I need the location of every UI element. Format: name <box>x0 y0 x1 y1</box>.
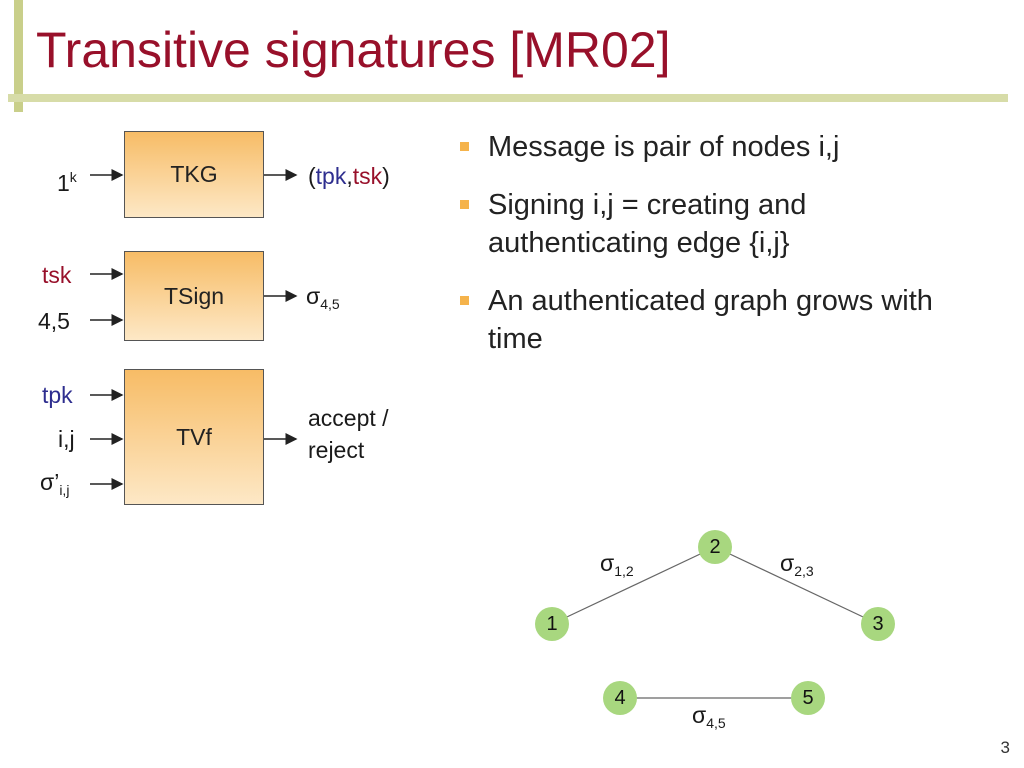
page-number: 3 <box>1000 738 1010 757</box>
edge-2-3-sigma: σ <box>780 550 795 576</box>
tkg-input-label: 1k <box>57 163 77 197</box>
tvf-input3-label: σ’i,j <box>40 468 69 504</box>
tkg-output-label: (tpk,tsk) <box>308 162 390 190</box>
tkg-output-tpk: tpk <box>315 163 347 189</box>
tvf-box: TVf <box>124 369 264 505</box>
tsign-output-sub: 4,5 <box>320 296 340 312</box>
tsign-box-label: TSign <box>163 282 225 309</box>
graph-edge-2-3 <box>714 546 879 625</box>
graph-edge-1-2 <box>551 546 716 625</box>
bullet-text: Message is pair of nodes i,j <box>488 131 840 163</box>
tkg-input-base: 1 <box>57 170 70 196</box>
tvf-input3-sub: i,j <box>59 482 70 498</box>
edge-label-2-3: σ2,3 <box>780 550 814 579</box>
tsign-box: TSign <box>124 251 264 341</box>
graph-node-1: 1 <box>535 607 569 641</box>
bullet-marker-icon <box>460 142 469 151</box>
tvf-input3-sigma: σ’ <box>40 469 60 495</box>
tsign-input2-label: 4,5 <box>38 308 70 334</box>
bullet-list: Message is pair of nodes i,j Signing i,j… <box>458 128 978 378</box>
tkg-output-close: ) <box>382 163 390 189</box>
title-underline-bar <box>8 94 1008 102</box>
title-accent-bar <box>14 0 23 112</box>
graph-node-4: 4 <box>603 681 637 715</box>
bullet-item: An authenticated graph grows with time <box>458 282 978 358</box>
graph-node-5: 5 <box>791 681 825 715</box>
edge-4-5-sigma: σ <box>692 702 707 728</box>
graph-node-2: 2 <box>698 530 732 564</box>
bullet-text: An authenticated graph grows with time <box>488 285 933 355</box>
tvf-output-line1: accept / <box>308 405 389 431</box>
tkg-input-sup: k <box>69 169 77 185</box>
graph-node-3: 3 <box>861 607 895 641</box>
tvf-output-line2: reject <box>308 437 365 463</box>
bullet-text: Signing i,j = creating and authenticatin… <box>488 189 807 259</box>
bullet-item: Signing i,j = creating and authenticatin… <box>458 186 978 262</box>
tkg-box-label: TKG <box>170 161 218 187</box>
edge-1-2-sigma: σ <box>600 550 615 576</box>
edge-2-3-sub: 2,3 <box>794 563 814 579</box>
edge-label-1-2: σ1,2 <box>600 550 634 579</box>
slide-title: Transitive signatures [MR02] <box>36 22 671 78</box>
tvf-input2-label: i,j <box>58 426 75 452</box>
bullet-marker-icon <box>460 296 469 305</box>
tsign-output-label: σ4,5 <box>306 282 340 318</box>
tvf-box-label: TVf <box>176 423 212 450</box>
tkg-output-tsk: tsk <box>352 163 383 189</box>
edge-4-5-sub: 4,5 <box>706 715 726 731</box>
tvf-input1-label: tpk <box>42 382 73 408</box>
edge-1-2-sub: 1,2 <box>614 563 634 579</box>
tkg-output-comma: , <box>346 163 353 189</box>
tsign-input1-label: tsk <box>42 262 72 288</box>
tkg-box: TKG <box>124 131 264 218</box>
tkg-output-open: ( <box>308 163 316 189</box>
bullet-marker-icon <box>460 200 469 209</box>
bullet-item: Message is pair of nodes i,j <box>458 128 978 166</box>
tsign-output-sigma: σ <box>306 283 321 309</box>
tvf-output-label: accept / reject <box>308 402 389 466</box>
edge-label-4-5: σ4,5 <box>692 702 726 731</box>
